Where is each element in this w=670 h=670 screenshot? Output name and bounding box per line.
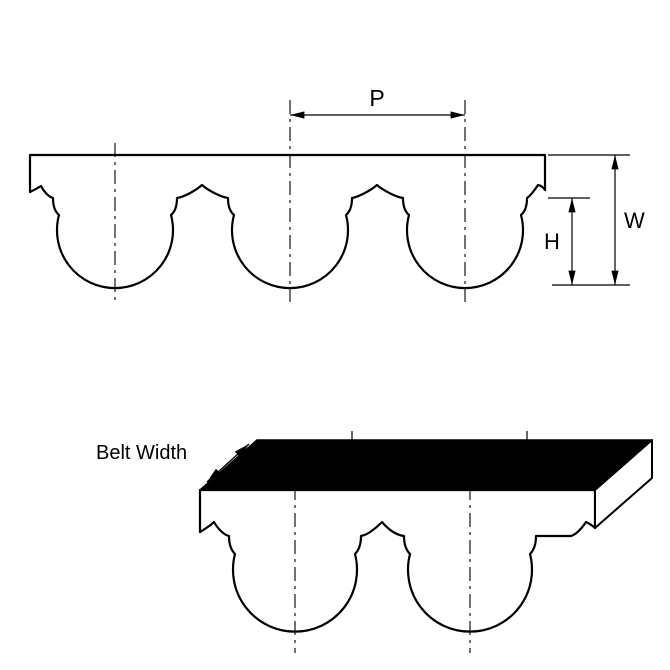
belt-cross-section-view	[28, 100, 547, 302]
belt-3d-front-face	[198, 488, 597, 633]
belt-width-label: Belt Width	[96, 442, 187, 464]
belt-thickness-dimension-label: W	[624, 208, 645, 233]
dimension-annotations: P W H	[290, 85, 645, 286]
pitch-dimension-label: P	[369, 85, 384, 111]
belt-width-arrow	[206, 443, 250, 483]
tooth-height-dimension-label: H	[544, 229, 560, 254]
belt-top-surface	[199, 439, 653, 491]
belt-3d-view: Belt Width	[96, 431, 653, 653]
belt-end-face	[594, 439, 653, 529]
belt-profile-outline	[28, 153, 547, 290]
